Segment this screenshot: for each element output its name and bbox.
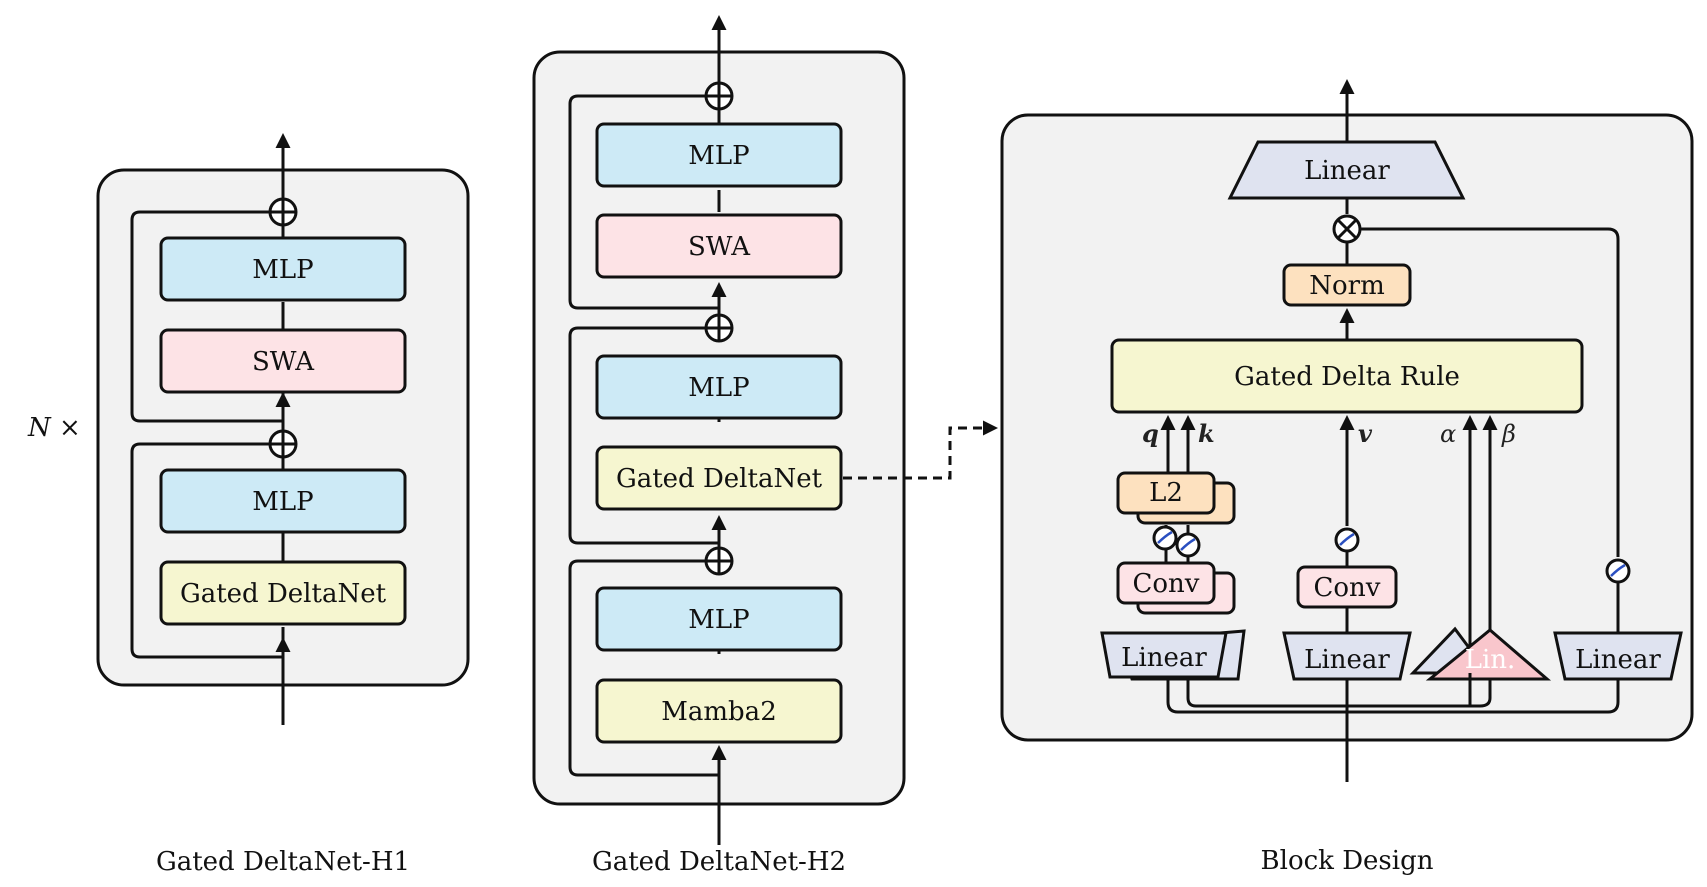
- block-lin-beta-label: Lin.: [1465, 645, 1516, 675]
- block-conv-v-label: Conv: [1314, 573, 1381, 603]
- block-design-diagram: Linear Norm Gated Delta Rule q k L2: [1000, 79, 1694, 876]
- block-linear-gate-label: Linear: [1575, 645, 1661, 675]
- block-sym-alpha: α: [1440, 420, 1456, 448]
- h2-mlp-bottom-box: [595, 586, 843, 652]
- h2-mlp-bottom-label: MLP: [688, 605, 749, 635]
- block-caption: Block Design: [1261, 846, 1434, 876]
- block-l2-box: [1116, 471, 1216, 515]
- h1-caption: Gated DeltaNet-H1: [156, 847, 410, 877]
- block-norm-label: Norm: [1309, 271, 1385, 301]
- h1-gated-deltanet-box: [159, 560, 407, 626]
- h2-mlp-top-label: MLP: [688, 141, 749, 171]
- block-sym-beta: β: [1501, 420, 1516, 448]
- h1-swa-box: [159, 328, 407, 394]
- block-linear-qk-shape: [1100, 631, 1228, 679]
- h2-mlp-middle-label: MLP: [688, 373, 749, 403]
- h1-mlp-lower-label: MLP: [252, 487, 313, 517]
- block-conv-qk-box: [1116, 561, 1216, 605]
- block-linear-top-label: Linear: [1304, 156, 1390, 186]
- block-sym-k: k: [1198, 419, 1215, 448]
- h2-mamba2-box: [595, 678, 843, 744]
- h2-swa-label: SWA: [688, 232, 751, 262]
- h1-diagram: MLP SWA MLP Gated DeltaNet N × Gated Del…: [27, 133, 470, 877]
- block-norm-box: [1282, 263, 1412, 307]
- h1-mlp-upper-label: MLP: [252, 255, 313, 285]
- block-conv-qk-label: Conv: [1133, 569, 1200, 599]
- h1-multiplier: N ×: [27, 413, 81, 443]
- h2-gated-deltanet-label: Gated DeltaNet: [616, 464, 823, 494]
- block-linear-v-label: Linear: [1304, 645, 1390, 675]
- block-l2-label: L2: [1149, 478, 1183, 508]
- block-linear-qk-label: Linear: [1121, 643, 1207, 673]
- h2-mlp-middle-box: [595, 354, 843, 420]
- block-linear-v-shape: [1282, 631, 1412, 681]
- block-sym-v: v: [1358, 419, 1373, 448]
- block-gated-delta-rule-label: Gated Delta Rule: [1234, 362, 1460, 392]
- h2-caption: Gated DeltaNet-H2: [592, 847, 846, 877]
- h2-swa-box: [595, 213, 843, 279]
- dashed-connector: [843, 420, 998, 480]
- h1-mlp-upper-box: [159, 236, 407, 302]
- h1-swa-label: SWA: [252, 347, 315, 377]
- h2-gated-deltanet-box: [595, 445, 843, 511]
- block-sym-q: q: [1142, 419, 1159, 448]
- block-linear-gate-shape: [1553, 631, 1683, 681]
- h1-mlp-lower-box: [159, 468, 407, 534]
- h2-mlp-top-box: [595, 122, 843, 188]
- block-linear-top-shape: [1227, 140, 1466, 200]
- block-gated-delta-rule-box: [1110, 338, 1584, 414]
- h1-gated-deltanet-label: Gated DeltaNet: [180, 579, 387, 609]
- h2-diagram: MLP SWA MLP Gated DeltaNet MLP Mamba2 Ga…: [532, 15, 906, 877]
- h2-mamba2-label: Mamba2: [661, 697, 776, 727]
